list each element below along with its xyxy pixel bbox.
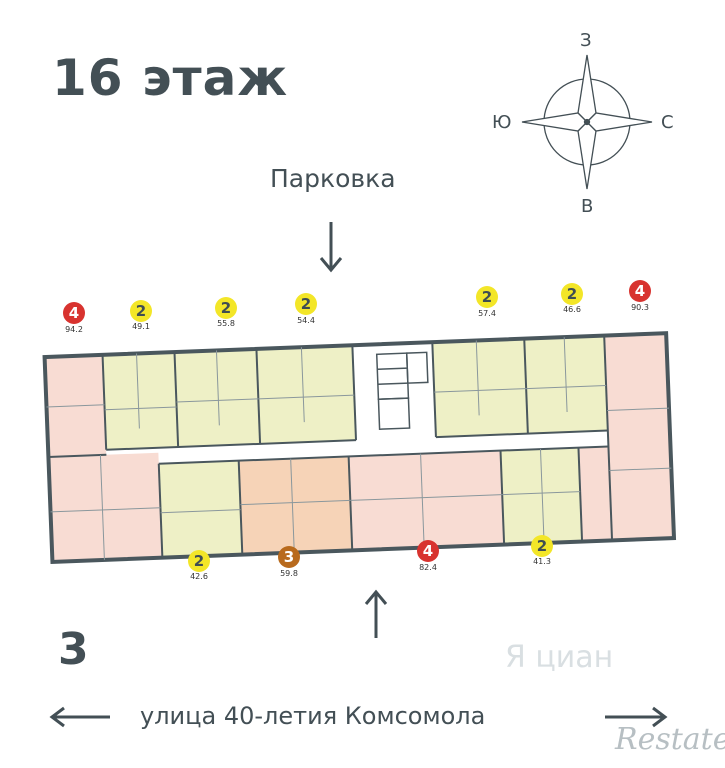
apartment-top-7-area: 90.3 <box>631 303 649 312</box>
apartment-top-1-rooms: 4 <box>63 302 85 324</box>
parking-arrow-icon <box>319 222 343 273</box>
apartment-top-1-area: 94.2 <box>65 325 83 334</box>
compass-west-label: Ю <box>492 112 512 133</box>
apartment-top-6-area: 46.6 <box>563 305 581 314</box>
apartment-bottom-1-rooms: 2 <box>188 550 210 572</box>
apartment-bottom-4-rooms: 2 <box>531 535 553 557</box>
apartment-top-3-area: 55.8 <box>217 319 235 328</box>
apartment-top-5-rooms: 2 <box>476 286 498 308</box>
compass-east-label: С <box>661 112 674 133</box>
apartment-top-6-rooms: 2 <box>561 283 583 305</box>
apartment-top-4-area: 54.4 <box>297 316 315 325</box>
section-number: 3 <box>58 624 89 675</box>
cian-watermark: Я циан <box>505 640 614 675</box>
apartment-bottom-4-area: 41.3 <box>533 557 551 566</box>
apartment-bottom-3-area: 82.4 <box>419 563 437 572</box>
compass-north-label: З <box>580 30 592 51</box>
compass-south-label: В <box>581 196 594 217</box>
apartment-top-2-area: 49.1 <box>132 322 150 331</box>
apartment-bottom-2-rooms: 3 <box>278 546 300 568</box>
apartment-top-2-rooms: 2 <box>130 300 152 322</box>
apartment-top-3-rooms: 2 <box>215 297 237 319</box>
apartment-bottom-3-rooms: 4 <box>417 540 439 562</box>
apartment-top-5-area: 57.4 <box>478 309 496 318</box>
street-label: улица 40-летия Комсомола <box>140 702 486 730</box>
apartment-bottom-1-area: 42.6 <box>190 572 208 581</box>
apartment-top-4-rooms: 2 <box>295 293 317 315</box>
apartment-bottom-2-area: 59.8 <box>280 569 298 578</box>
floor-title: 16 этаж <box>52 49 289 107</box>
street-right-arrow-icon <box>605 706 668 728</box>
entrance-arrow-icon <box>364 589 388 638</box>
street-left-arrow-icon <box>49 706 110 728</box>
compass-icon <box>521 54 653 190</box>
apartment-top-7-rooms: 4 <box>629 280 651 302</box>
building-outline <box>42 331 677 564</box>
restate-watermark: Restate <box>615 722 725 757</box>
parking-label: Парковка <box>270 164 396 193</box>
